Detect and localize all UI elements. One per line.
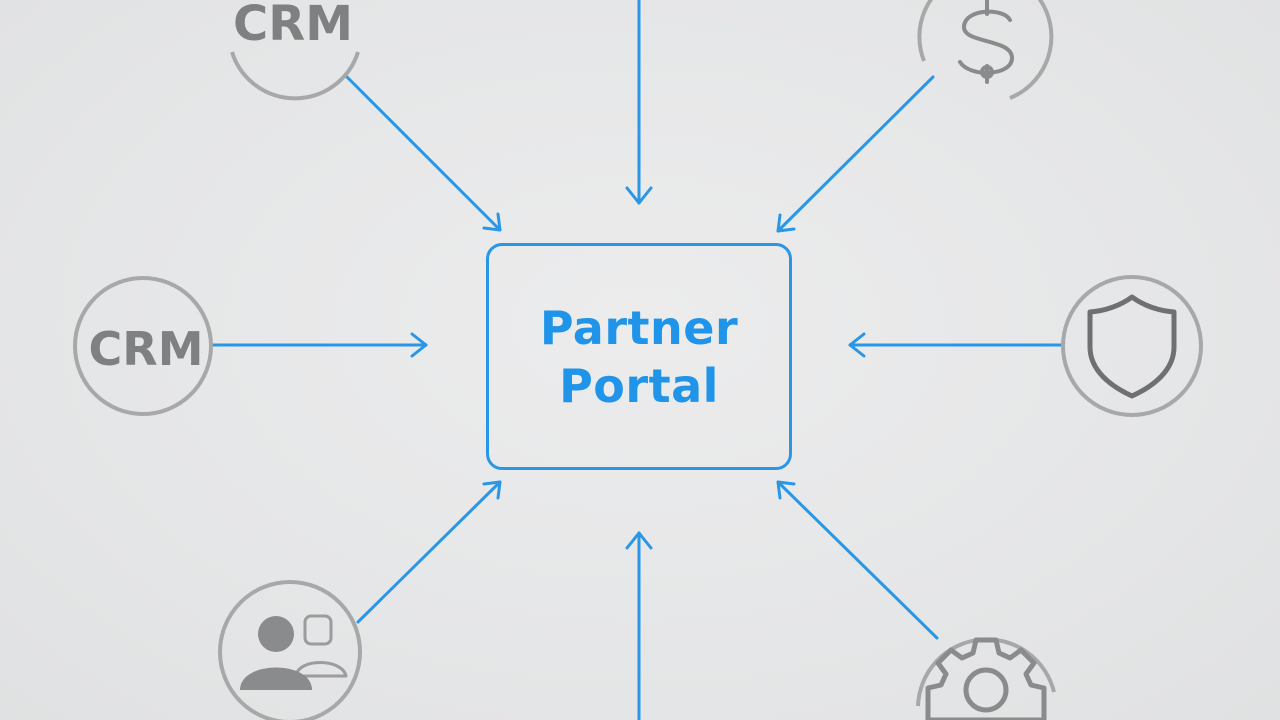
arrow-top-right bbox=[776, 75, 935, 233]
arrow-top-left bbox=[343, 73, 502, 232]
users-icon bbox=[240, 614, 348, 690]
security-node bbox=[1061, 275, 1203, 417]
arrow-bottom-left bbox=[356, 480, 502, 624]
users-node bbox=[218, 580, 362, 720]
gear-icon bbox=[925, 637, 1047, 720]
partner-portal-hub: Partner Portal bbox=[486, 243, 792, 470]
shield-icon bbox=[1087, 294, 1177, 399]
arrow-right bbox=[848, 332, 1064, 358]
dollar-icon bbox=[958, 0, 1015, 84]
arrow-top bbox=[625, 0, 653, 205]
arrow-left bbox=[210, 332, 428, 358]
crm-top-node: CRM bbox=[230, 0, 360, 101]
crm-left-label: CRM bbox=[89, 322, 204, 376]
settings-node bbox=[916, 637, 1056, 720]
hub-title-line-2: Portal bbox=[559, 358, 719, 413]
crm-top-label: CRM bbox=[233, 0, 353, 52]
billing-node bbox=[917, 0, 1054, 100]
crm-left-node: CRM bbox=[73, 276, 213, 416]
arrow-bottom bbox=[625, 531, 653, 720]
hub-title-line-1: Partner bbox=[539, 300, 739, 355]
arrow-bottom-right bbox=[776, 480, 939, 640]
